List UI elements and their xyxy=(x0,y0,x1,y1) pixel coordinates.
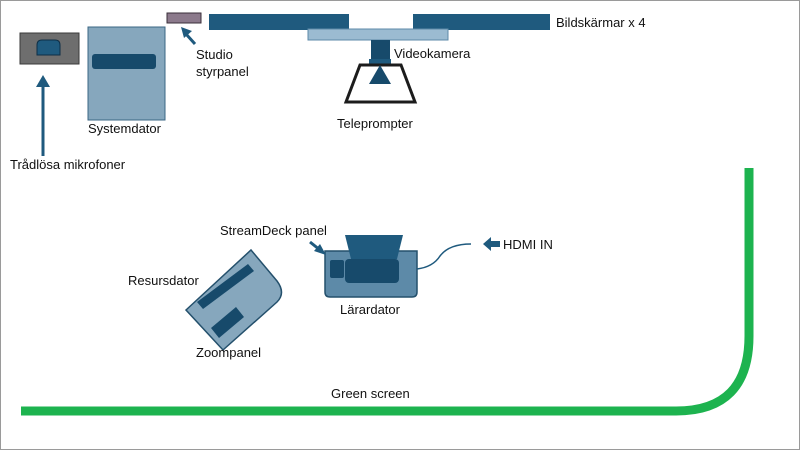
label-video-camera: Videokamera xyxy=(394,46,471,61)
monitor-bar xyxy=(209,14,349,30)
monitors-group xyxy=(209,14,550,41)
monitor-stand xyxy=(307,28,449,41)
label-teleprompter: Teleprompter xyxy=(337,116,414,131)
arrow-streamdeck xyxy=(309,240,326,255)
label-streamdeck: StreamDeck panel xyxy=(220,223,327,238)
label-hdmi-in: HDMI IN xyxy=(503,237,553,252)
label-wireless-mics: Trådlösa mikrofoner xyxy=(10,157,126,172)
teacher-computer xyxy=(324,235,418,298)
label-resource-computer: Resursdator xyxy=(128,273,199,288)
system-computer-case xyxy=(87,26,166,121)
label-zoom-panel: Zoompanel xyxy=(196,345,261,360)
camera-lens-block xyxy=(369,59,391,67)
wireless-mic-receiver xyxy=(19,32,80,65)
label-monitors: Bildskärmar x 4 xyxy=(556,15,646,30)
label-studio-panel-line1: Studio xyxy=(196,47,233,62)
laptop-screen xyxy=(345,259,399,283)
hdmi-cable xyxy=(416,243,472,270)
tablet-pad xyxy=(211,307,244,338)
green-screen-line xyxy=(21,168,754,416)
teleprompter-glass xyxy=(369,65,391,84)
system-computer-drive xyxy=(92,54,156,69)
label-studio-panel-line2: styrpanel xyxy=(196,64,249,79)
mic-receiver-case xyxy=(19,32,80,65)
system-computer xyxy=(87,26,166,121)
monitor-bar xyxy=(413,14,550,30)
camera-body xyxy=(371,40,390,60)
streamdeck-device xyxy=(330,260,344,278)
arrow-wireless-mics xyxy=(36,75,50,156)
teacher-webcam xyxy=(345,235,403,259)
teleprompter xyxy=(343,63,418,104)
label-system-computer: Systemdator xyxy=(88,121,162,136)
video-camera xyxy=(369,40,391,67)
arrow-hdmi-in xyxy=(483,237,500,251)
resource-computer xyxy=(184,248,283,352)
label-green-screen: Green screen xyxy=(331,386,410,401)
arrow-studio-panel xyxy=(181,27,197,46)
label-teacher-computer: Lärardator xyxy=(340,302,401,317)
mic-receiver-unit xyxy=(36,39,61,56)
tablet-body xyxy=(184,248,283,352)
tablet-strip xyxy=(197,264,254,309)
studio-control-panel xyxy=(166,12,202,24)
